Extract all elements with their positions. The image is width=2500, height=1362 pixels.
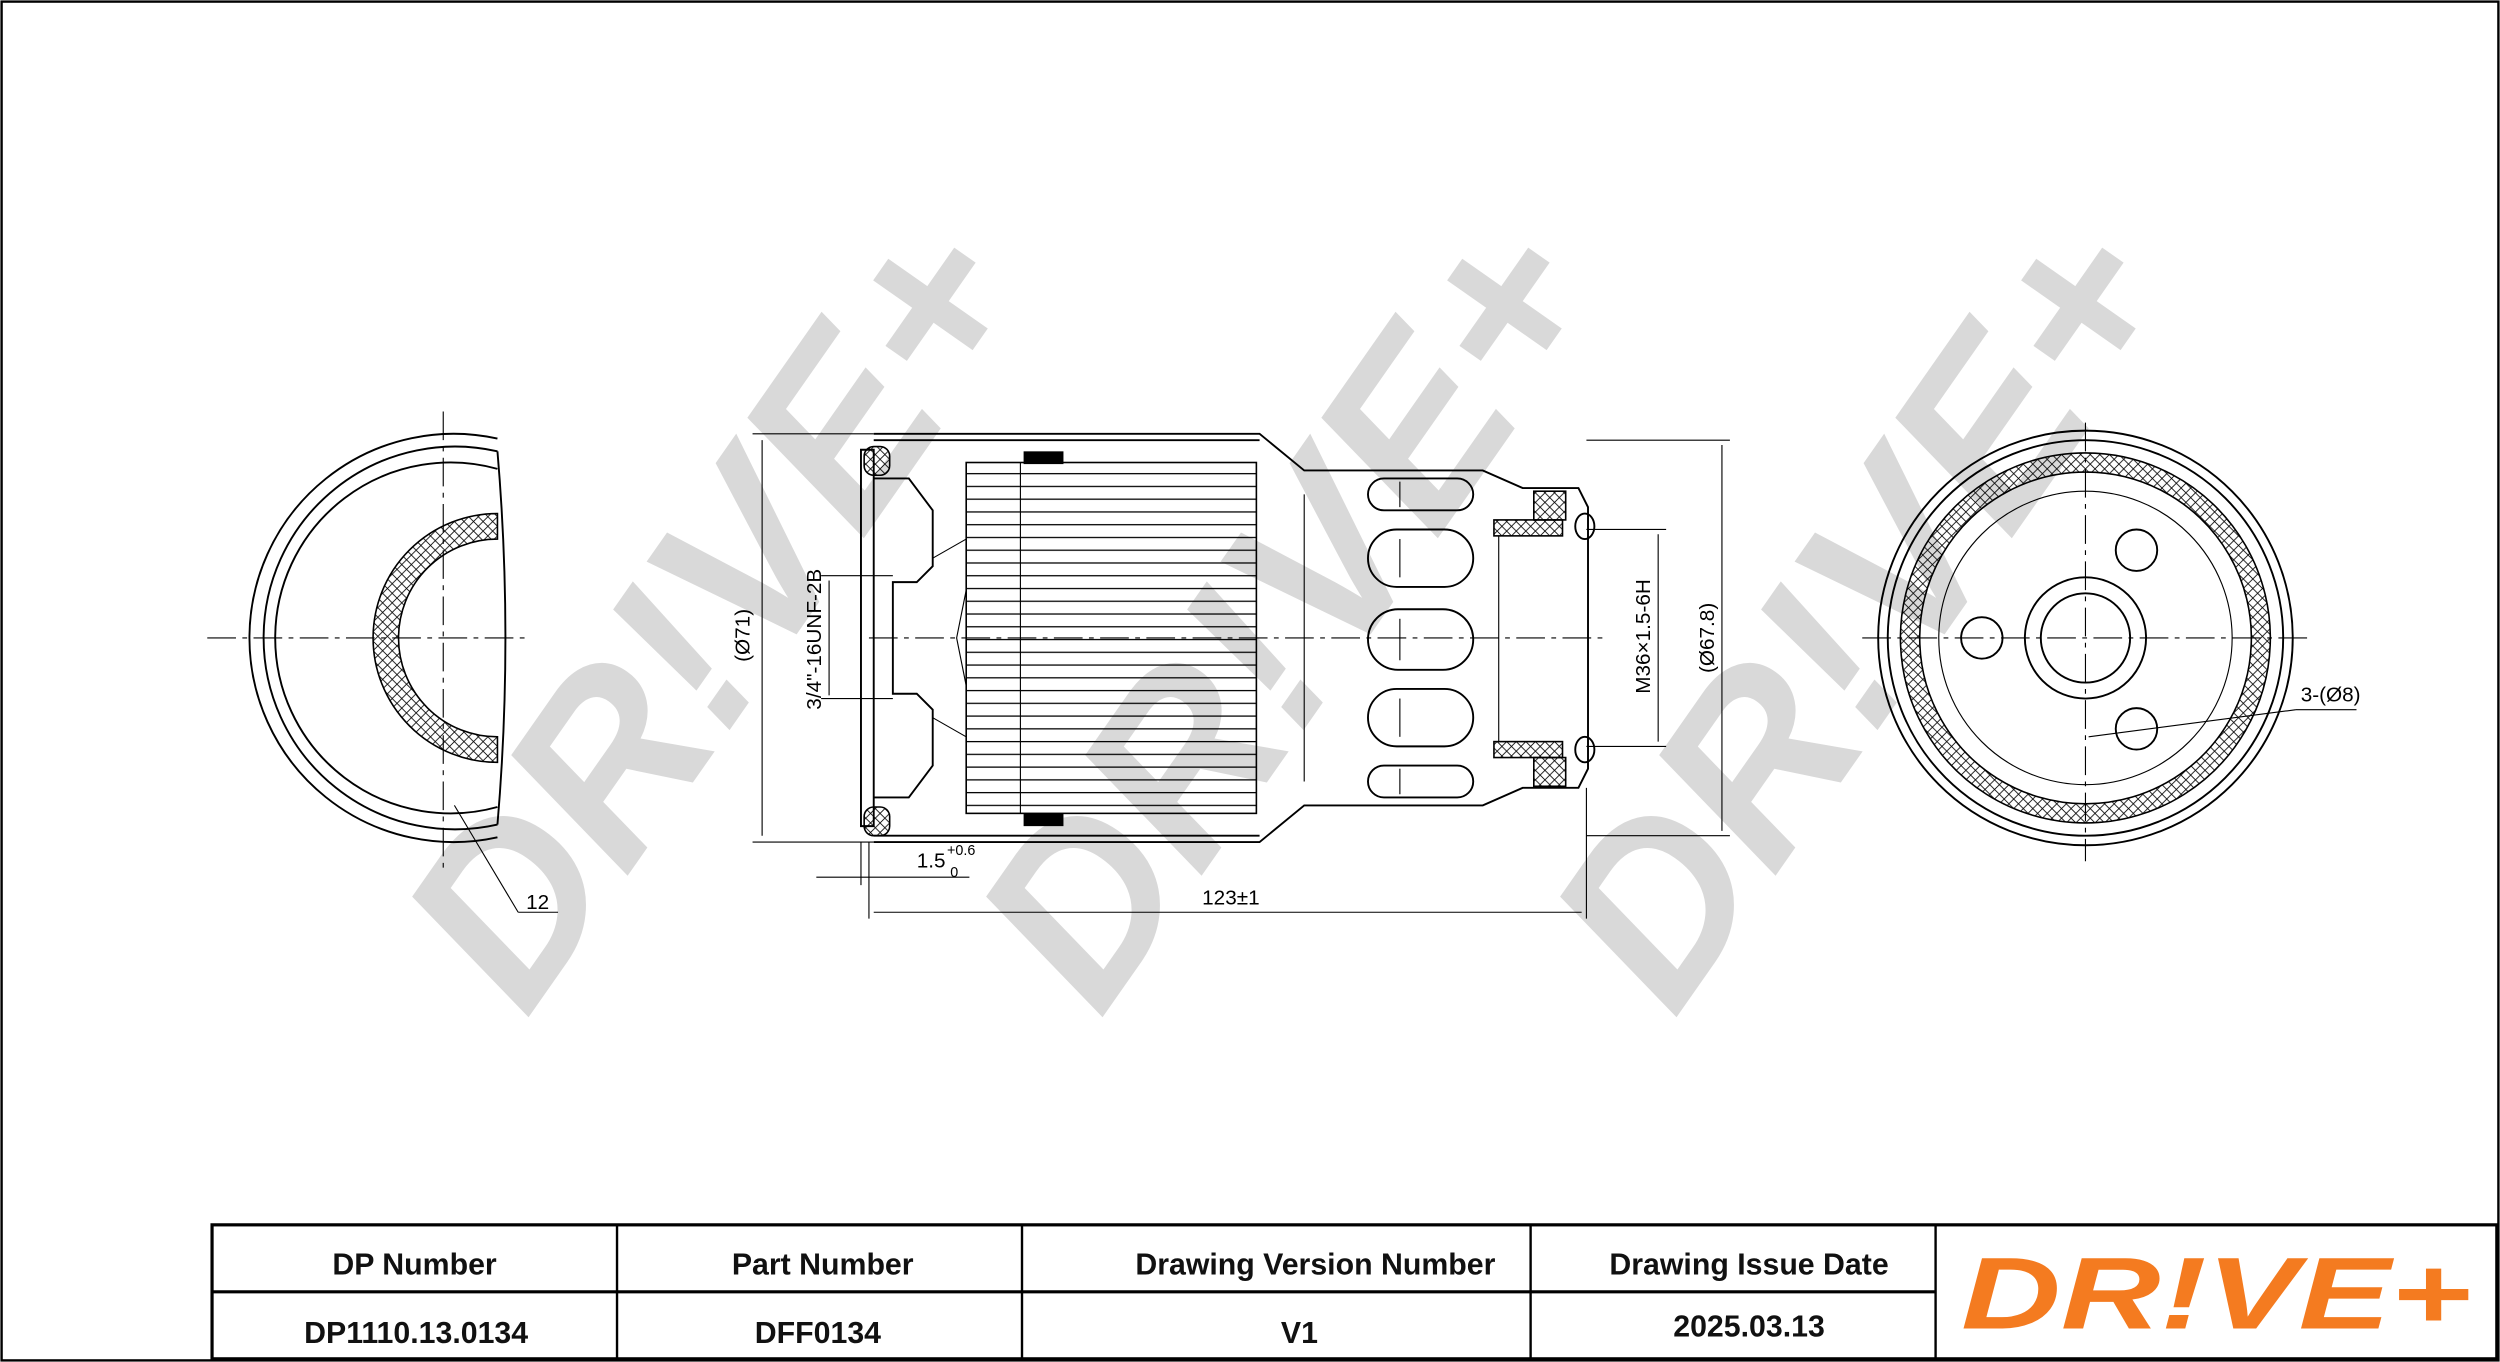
header-issue-date: Drawing Issue Date: [1609, 1248, 1888, 1281]
value-part-number: DFF0134: [755, 1317, 881, 1350]
dim-length: 123±1: [1202, 886, 1259, 909]
dim-gap-tol-lower: 0: [950, 865, 958, 881]
callout-12: 12: [526, 891, 549, 914]
dim-gap: 1.5: [917, 850, 946, 873]
title-block: DP Number Part Number Drawing Version Nu…: [210, 1223, 2499, 1361]
dim-thread-inner: 3/4"-16UNF-2B: [803, 569, 826, 710]
value-version: V1: [1281, 1317, 1318, 1350]
dim-seal-diameter: (Ø67.8): [1696, 603, 1719, 673]
dim-gap-tol-upper: +0.6: [947, 843, 975, 859]
drive-logo: DR!VE+: [1961, 1236, 2471, 1350]
value-dp-number: DP1110.13.0134: [304, 1317, 528, 1350]
left-end-view: 12: [207, 411, 559, 914]
header-version: Drawing Version Number: [1135, 1248, 1495, 1281]
value-issue-date: 2025.03.13: [1673, 1310, 1825, 1343]
dim-outer-diameter: (Ø71): [731, 609, 754, 662]
header-dp-number: DP Number: [332, 1248, 497, 1281]
dim-holes: 3-(Ø8): [2301, 684, 2361, 707]
dim-thread-outer: M36×1.5-6H: [1632, 579, 1655, 694]
header-part-number: Part Number: [732, 1248, 914, 1281]
side-section-view: (Ø71) 3/4"-16UNF-2B M36×1.5-6H (Ø67.8) 1…: [731, 432, 1730, 919]
right-end-view: 3-(Ø8): [1862, 422, 2361, 862]
